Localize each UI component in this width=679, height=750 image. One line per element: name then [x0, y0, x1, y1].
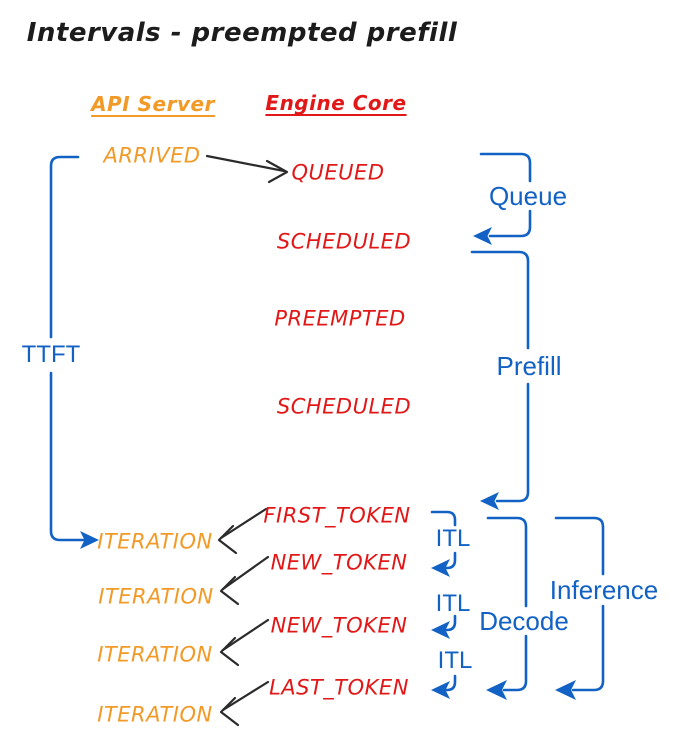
queue-arrow-left-icon: [473, 227, 492, 245]
event-preempted: PREEMPTED: [274, 306, 406, 331]
prefill-bracket: [470, 250, 530, 510]
event-new-token: NEW_TOKEN: [270, 550, 408, 575]
event-new-token: NEW_TOKEN: [270, 613, 408, 638]
queue-bracket: [473, 152, 532, 245]
event-last-token: LAST_TOKEN: [269, 675, 409, 700]
interval-queue: Queue: [488, 181, 568, 211]
arrow-last-token-to-iteration: [219, 680, 270, 727]
event-iteration: ITERATION: [97, 702, 213, 727]
event-iteration: ITERATION: [97, 529, 213, 554]
interval-ttft: TTFT: [21, 341, 81, 368]
arrow-arrived-to-queued: [205, 154, 289, 184]
event-iteration: ITERATION: [97, 642, 213, 667]
column-header-engine-core: Engine Core: [265, 91, 407, 115]
inference-arrow-left-icon: [555, 680, 576, 700]
interval-itl: ITL: [435, 590, 471, 617]
decode-bracket: [486, 516, 528, 700]
itl-arrow-left-icon: [431, 621, 450, 639]
ttft-arrow-right-icon: [80, 531, 99, 549]
itl-arrow-left-icon: [431, 559, 450, 577]
diagram-title: Intervals - preempted prefill: [26, 18, 458, 48]
event-scheduled: SCHEDULED: [276, 229, 412, 254]
interval-decode: Decode: [479, 606, 569, 636]
itl-arrow-left-icon: [431, 681, 450, 699]
interval-itl: ITL: [435, 525, 471, 552]
decode-arrow-left-icon: [486, 680, 507, 700]
itl-brackets: [430, 510, 457, 699]
ttft-bracket: [49, 155, 99, 549]
interval-itl: ITL: [437, 647, 473, 674]
arrow-first-token-to-iteration: [217, 507, 268, 555]
arrow-new-token-to-iteration: [219, 555, 270, 606]
event-scheduled: SCHEDULED: [276, 394, 412, 419]
inference-bracket: [554, 516, 605, 700]
arrow-new-token-to-iteration: [219, 618, 270, 667]
interval-inference: Inference: [549, 575, 659, 605]
column-header-api-server: API Server: [91, 92, 215, 116]
event-first-token: FIRST_TOKEN: [263, 503, 411, 528]
interval-prefill: Prefill: [496, 351, 562, 381]
event-arrows: [205, 154, 289, 727]
event-queued: QUEUED: [291, 160, 385, 185]
prefill-arrow-left-icon: [480, 492, 499, 510]
event-arrived: ARRIVED: [103, 143, 201, 168]
event-iteration: ITERATION: [98, 584, 214, 609]
